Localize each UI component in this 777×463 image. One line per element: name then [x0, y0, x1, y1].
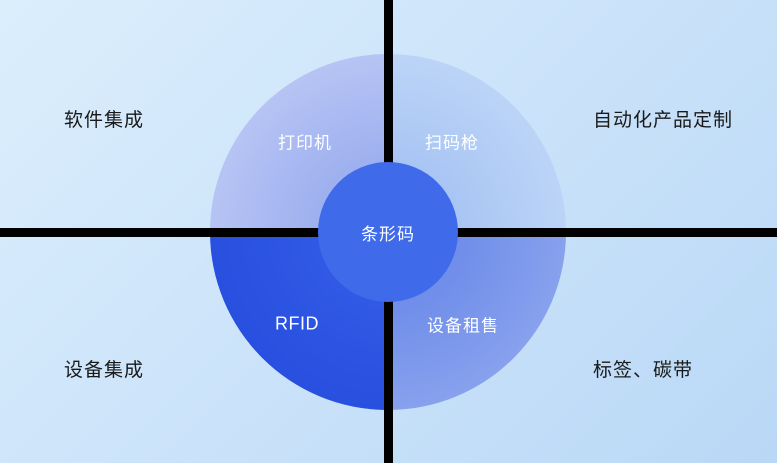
quadrant-label-bottom-left: RFID: [275, 313, 319, 334]
corner-label-bottom-left: 设备集成: [64, 360, 145, 381]
center-label: 条形码: [361, 224, 415, 244]
quadrant-label-top-right: 扫码枪: [425, 133, 479, 153]
corner-label-top-left: 软件集成: [64, 110, 145, 131]
center-circle: 条形码: [318, 162, 458, 302]
corner-label-top-right: 自动化产品定制: [593, 110, 734, 131]
corner-label-bottom-right: 标签、碳带: [593, 360, 694, 381]
quadrant-label-bottom-right: 设备租售: [427, 316, 499, 336]
quadrant-label-top-left: 打印机: [278, 133, 332, 153]
